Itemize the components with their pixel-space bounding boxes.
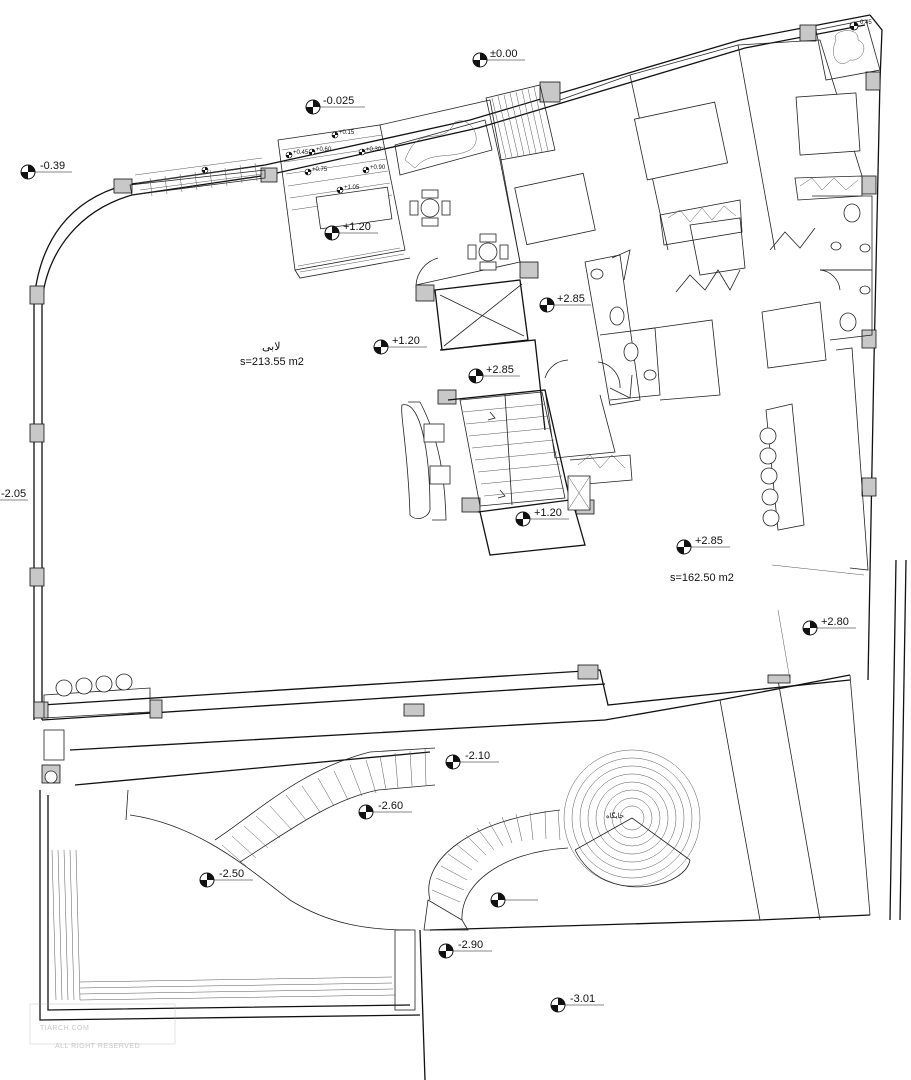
watermark-rights: ALL RIGHT RESERVED xyxy=(55,1043,140,1050)
level-marker: +1.20 xyxy=(324,221,378,241)
level-label: +2.85 xyxy=(486,364,514,376)
level-marker: -2.60 xyxy=(358,800,412,820)
step-level-label: +0.30 xyxy=(366,147,382,153)
level-marker: -0.025 xyxy=(305,95,365,115)
level-label: ±0.00 xyxy=(490,48,517,60)
level-label: -0.39 xyxy=(40,160,65,172)
step-level-label: +0.15 xyxy=(339,130,355,136)
level-label: -2.50 xyxy=(219,868,244,880)
level-marker: +2.85 xyxy=(539,293,591,313)
lobby-area-label: s=213.55 m2 xyxy=(240,356,304,368)
cafe-table-1 xyxy=(409,189,451,227)
lower-terrace-steps xyxy=(51,849,416,1011)
cafe-area xyxy=(379,84,556,286)
level-marker: +1.20 xyxy=(515,507,569,527)
level-label: +2.85 xyxy=(557,293,585,305)
level-label: -0.025 xyxy=(323,95,354,107)
step-level-label: +0.90 xyxy=(370,165,386,171)
level-marker: -3.01 xyxy=(550,993,604,1013)
hall-area-label: s=162.50 m2 xyxy=(670,572,734,584)
level-marker: -2.50 xyxy=(199,868,253,888)
level-marker-top: ±0.00 xyxy=(472,48,525,68)
level-label: +1.20 xyxy=(392,335,420,347)
level-marker: -0.39 xyxy=(20,160,72,180)
level-markers: ±0.00 -0.025 -0.39 +1.20 +1.20 xyxy=(0,20,872,1013)
level-label: +2.85 xyxy=(695,535,723,547)
level-label: -2.90 xyxy=(458,939,483,951)
level-marker: +1.20 xyxy=(373,335,427,355)
step-level-label: +0.75 xyxy=(312,167,328,173)
garden-stairs xyxy=(125,747,569,931)
room-labels: لابی s=213.55 m2 s=162.50 m2 جایگاه xyxy=(240,341,734,820)
lobby-furniture xyxy=(43,401,451,784)
level-marker-small: 0.45 xyxy=(849,20,872,31)
entry-terrace xyxy=(129,124,411,279)
level-marker-side: -2.05 xyxy=(0,488,28,501)
step-level-tags: +0.15 +0.30 +0.45 +0.60 +0.75 +0.90 +1.0… xyxy=(201,130,386,194)
cafe-table-2 xyxy=(467,233,509,271)
level-label: -2.05 xyxy=(1,488,26,500)
watermark: TIARCH.COM ALL RIGHT RESERVED xyxy=(29,1003,176,1050)
level-label: +2.80 xyxy=(821,616,849,628)
level-label: -2.60 xyxy=(378,800,403,812)
level-label: 0.45 xyxy=(860,20,872,26)
level-marker: +2.85 xyxy=(468,364,520,384)
watermark-title: TIARCH.COM xyxy=(40,1025,89,1032)
level-marker: -2.90 xyxy=(438,939,492,959)
level-marker: +2.80 xyxy=(802,616,856,636)
circulation-core xyxy=(434,279,633,556)
level-label: +1.20 xyxy=(534,507,562,519)
outer-walls xyxy=(33,14,907,1080)
level-marker-unlabeled xyxy=(490,892,538,908)
amphitheatre-label: جایگاه xyxy=(606,811,624,820)
hall-bar xyxy=(759,301,869,681)
level-marker: +2.85 xyxy=(676,535,730,555)
level-label: +1.20 xyxy=(343,221,371,233)
level-label: -3.01 xyxy=(570,993,595,1005)
lobby-name-label: لابی xyxy=(262,341,281,353)
structural-columns xyxy=(29,24,881,784)
level-label: -2.10 xyxy=(465,750,490,762)
amphitheatre xyxy=(563,749,701,888)
wc-block xyxy=(584,195,873,406)
door-swings xyxy=(415,227,841,399)
step-level-label: +1.05 xyxy=(344,185,360,191)
level-marker: -2.10 xyxy=(445,750,499,770)
step-level-label: +0.45 xyxy=(293,150,309,156)
north-rooms xyxy=(499,19,881,263)
step-level-label: +0.60 xyxy=(316,147,332,153)
